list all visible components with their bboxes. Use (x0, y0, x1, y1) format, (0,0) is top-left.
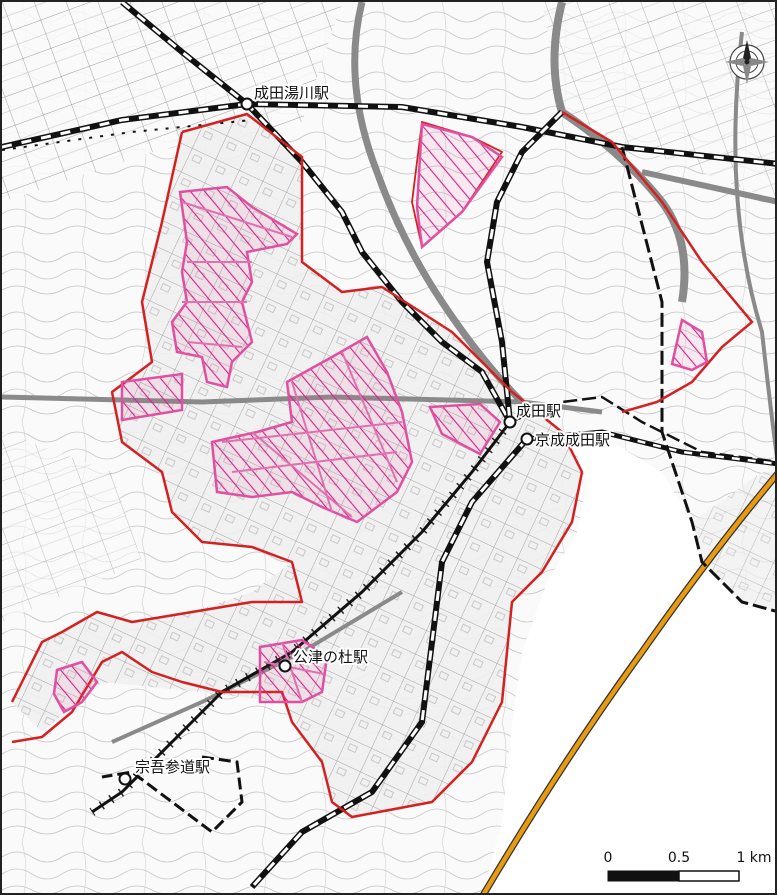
station-marker-keisei-narita[interactable] (520, 432, 534, 446)
area-central-grid (221, 351, 403, 518)
area-southwest (52, 660, 99, 714)
area-east-of-center (428, 402, 502, 456)
main-road-6 (733, 31, 775, 458)
area-central (210, 335, 414, 524)
farmland-west (2, 432, 142, 622)
highway (481, 473, 775, 893)
scale-label-half: 0.5 (668, 850, 690, 866)
scale-label-0: 0 (604, 850, 613, 866)
main-road-1 (351, 2, 525, 405)
farmland-northeast (542, 2, 775, 201)
city-boundary-west (10, 131, 304, 703)
area-kozunomori-grid (263, 641, 325, 703)
compass-rose-icon (725, 40, 769, 84)
area-north (415, 122, 504, 250)
city-boundary-east (561, 110, 754, 414)
scale-bar: 0 0.5 1 km (602, 840, 772, 882)
scale-segment-white (678, 870, 740, 882)
main-road-5 (111, 590, 404, 744)
station-marker-narita-yukawa[interactable] (240, 97, 254, 111)
area-east (670, 318, 709, 372)
city-boundary-main (11, 112, 584, 819)
scale-segment-black (607, 870, 680, 882)
main-road-3 (641, 169, 775, 205)
scale-label-1km: 1 km (736, 850, 771, 866)
station-label-sogo-sando: 宗吾参道駅 (135, 758, 210, 776)
area-northwest-grid (181, 201, 293, 348)
station-marker-sogo-sando[interactable] (118, 772, 132, 786)
designated-areas (52, 122, 709, 714)
station-label-narita-yukawa: 成田湯川駅 (254, 84, 329, 102)
station-marker-kozunomori[interactable] (278, 659, 292, 673)
main-road-2 (550, 2, 689, 303)
area-kozunomori (258, 638, 329, 704)
station-markers (118, 97, 534, 786)
station-label-narita: 成田駅 (516, 402, 561, 420)
station-label-keisei-narita: 京成成田駅 (535, 431, 610, 449)
station-marker-narita[interactable] (503, 415, 517, 429)
farmland-northwest (2, 2, 342, 202)
station-label-kozunomori: 公津の杜駅 (293, 648, 368, 666)
area-west (120, 372, 184, 422)
